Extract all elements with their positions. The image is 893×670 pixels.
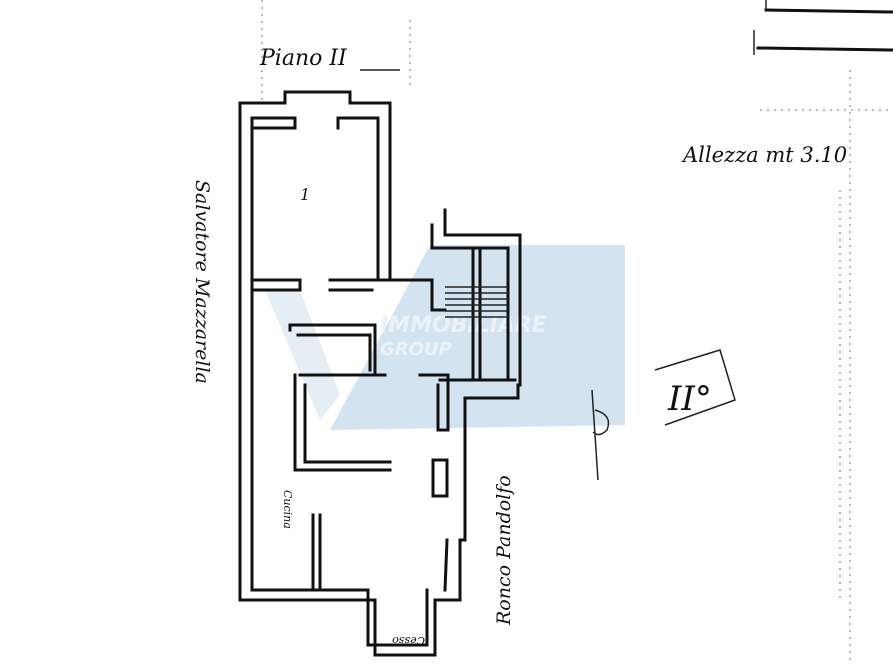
title-box [753,0,893,55]
svg-text:GROUP: GROUP [380,339,452,360]
street-bottom-right-label: Ronco Pandolfo [493,475,515,626]
wc-label: Cesso [392,634,425,647]
guide-lines [261,0,893,660]
height-label: Allezza mt 3.10 [681,143,847,167]
room-1-label: 1 [300,185,310,204]
kitchen-label: Cucina [281,490,294,529]
watermark-logo: IMMOBILIARE GROUP [265,245,625,430]
floor-label: Piano II [259,46,348,71]
street-left-label: Salvatore Mazzarella [191,180,213,384]
inner-walls [250,278,450,592]
orientation-mark [591,389,610,481]
side-mark-label: II° [667,379,712,419]
staircase [438,246,517,382]
outer-walls [238,90,522,657]
side-mark: II° [654,349,736,426]
